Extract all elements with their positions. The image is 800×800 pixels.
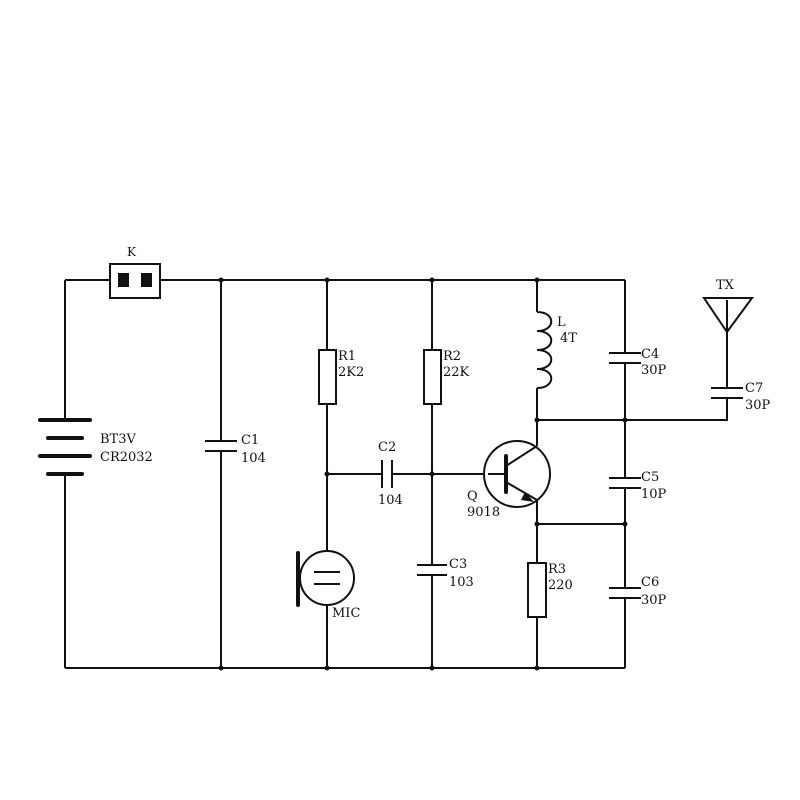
- c2-value-label: 104: [378, 493, 403, 508]
- r2-ref-label: R2: [443, 349, 461, 364]
- c7-ref-label: C7: [745, 381, 763, 396]
- antenna-tx: TX: [702, 278, 754, 334]
- resistor-r3: R3 220: [527, 562, 573, 618]
- transistor-q: Q 9018: [467, 440, 551, 520]
- c5-value-label: 10P: [641, 487, 667, 502]
- c4-value-label: 30P: [641, 363, 667, 378]
- transistor-ref-label: Q: [467, 489, 478, 504]
- junction: [429, 665, 435, 671]
- junction: [429, 277, 435, 283]
- switch-k: K: [109, 245, 161, 299]
- junction: [534, 277, 540, 283]
- wire-collector-c7: [537, 398, 728, 421]
- inductor-l: L 4T: [536, 311, 577, 389]
- junction: [622, 521, 628, 527]
- mic-circle: [299, 550, 355, 606]
- inductor-coil: [536, 311, 553, 389]
- inductor-ref-label: L: [557, 315, 566, 330]
- junction: [218, 665, 224, 671]
- junction: [324, 665, 330, 671]
- transistor-emitter-arrow: [521, 492, 534, 502]
- junction: [324, 471, 330, 477]
- r3-ref-label: R3: [548, 562, 566, 577]
- switch-contact-left: [118, 273, 129, 287]
- antenna-icon: [702, 297, 754, 334]
- switch-ref-label: K: [127, 245, 137, 259]
- capacitor-c4: C4 30P: [609, 347, 667, 378]
- resistor-r2: R2 22K: [423, 349, 470, 405]
- transistor-emitter-lead: [505, 481, 538, 501]
- junction: [324, 277, 330, 283]
- transistor-value-label: 9018: [467, 505, 500, 520]
- c4-ref-label: C4: [641, 347, 659, 362]
- c6-ref-label: C6: [641, 575, 659, 590]
- c1-ref-label: C1: [241, 433, 259, 448]
- inductor-value-label: 4T: [560, 331, 577, 346]
- mic-ref-label: MIC: [332, 606, 360, 621]
- antenna-ref-label: TX: [716, 278, 735, 293]
- wires: [64, 279, 728, 669]
- c6-value-label: 30P: [641, 593, 667, 608]
- resistor-r1: R1 2K2: [318, 349, 364, 405]
- junction: [429, 471, 435, 477]
- transistor-body: [483, 440, 551, 508]
- c3-value-label: 103: [449, 575, 474, 590]
- switch-body: [109, 263, 161, 299]
- r2-value-label: 22K: [443, 365, 470, 380]
- capacitor-c3: C3 103: [417, 557, 474, 590]
- junction: [622, 417, 628, 423]
- microphone: MIC: [296, 550, 360, 621]
- junction: [534, 417, 540, 423]
- battery-ref-label: BT3V: [100, 432, 136, 447]
- capacitor-c7: C7 30P: [711, 381, 771, 413]
- battery-value-label: CR2032: [100, 450, 153, 465]
- capacitor-c6: C6 30P: [609, 575, 667, 608]
- c1-value-label: 104: [241, 451, 266, 466]
- switch-contact-right: [141, 273, 152, 287]
- resistor-body: [318, 349, 337, 405]
- r1-ref-label: R1: [338, 349, 356, 364]
- capacitor-c1: C1 104: [205, 433, 266, 466]
- transistor-collector-lead: [505, 445, 538, 467]
- junction: [534, 665, 540, 671]
- r3-value-label: 220: [548, 578, 573, 593]
- junction: [534, 521, 540, 527]
- c3-ref-label: C3: [449, 557, 467, 572]
- c5-ref-label: C5: [641, 470, 659, 485]
- c7-value-label: 30P: [745, 398, 771, 413]
- capacitor-c5: C5 10P: [609, 470, 667, 502]
- r1-value-label: 2K2: [338, 365, 364, 380]
- battery-bt3v: BT3V CR2032: [38, 418, 153, 476]
- resistor-body: [527, 562, 547, 618]
- resistor-body: [423, 349, 442, 405]
- capacitor-c2: C2 104: [378, 440, 403, 508]
- junction: [218, 277, 224, 283]
- junctions: [218, 277, 628, 671]
- c2-ref-label: C2: [378, 440, 396, 455]
